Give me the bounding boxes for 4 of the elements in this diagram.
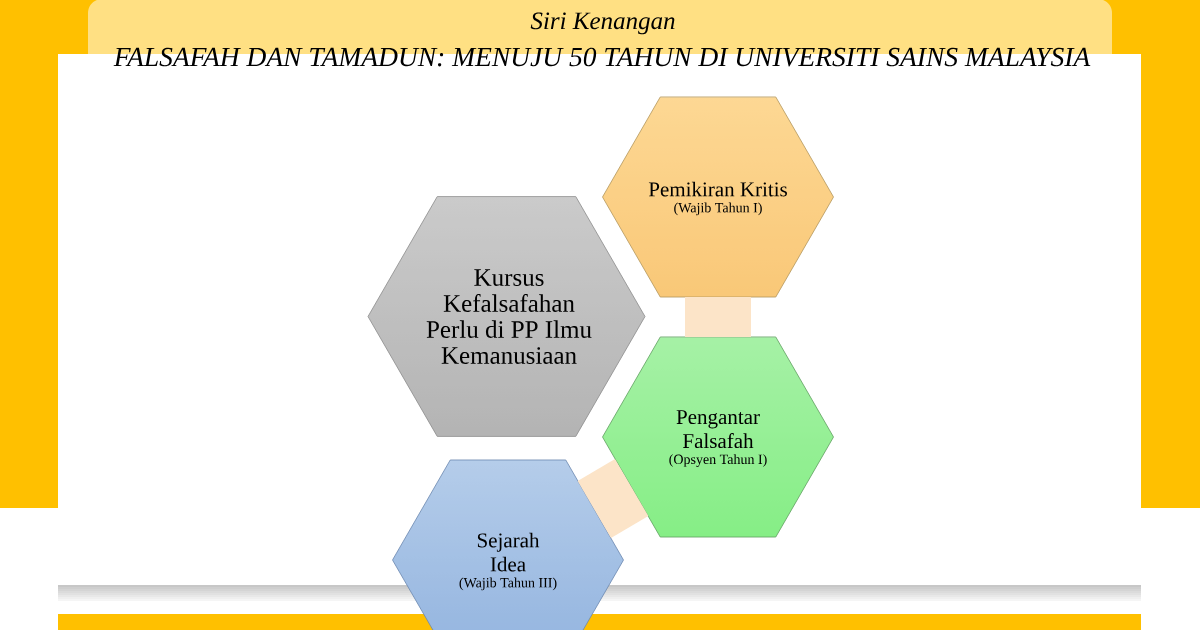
connector-band	[685, 297, 751, 337]
hexagon: Sejarah Idea (Wajib Tahun III)	[392, 459, 624, 630]
series-label: Siri Kenangan	[530, 12, 675, 35]
title: FALSAFAH DAN TAMADUN: MENUJU 50 TAHUN DI UNIVERSITI SAINS MALAYSIA	[113, 47, 1091, 67]
